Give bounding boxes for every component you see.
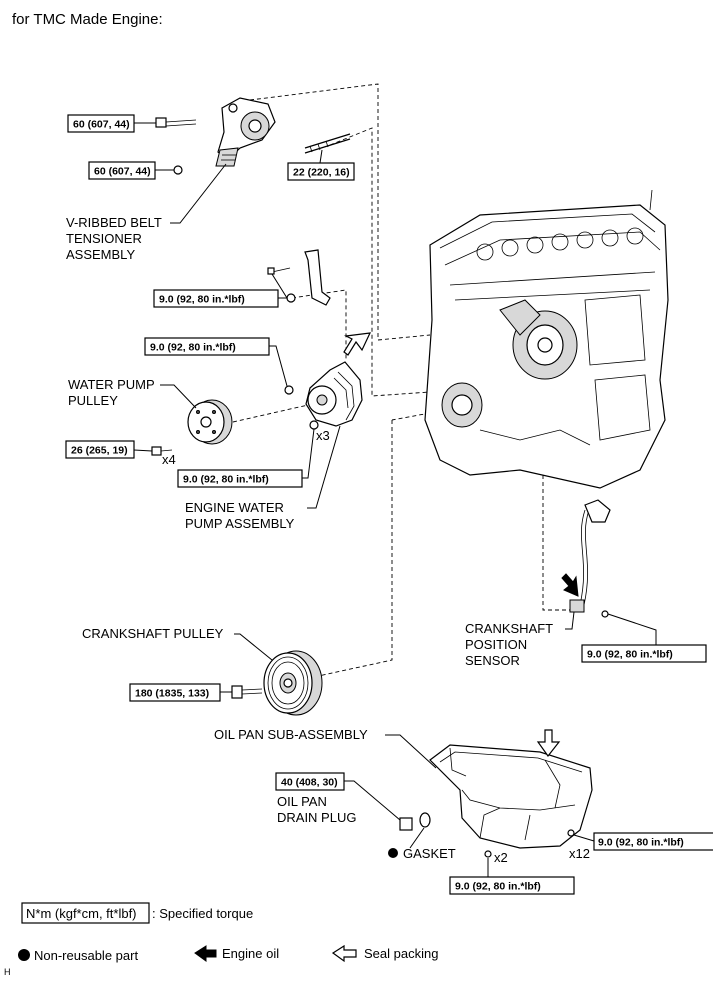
- engine-oil-arrow-icon: [561, 573, 579, 597]
- label-crankshaft-pulley: CRANKSHAFT PULLEY: [82, 626, 273, 661]
- torque-spec-crankshaft-pulley-bolt: 180 (1835, 133): [129, 683, 232, 702]
- svg-text:9.0 (92, 80 in.*lbf): 9.0 (92, 80 in.*lbf): [159, 294, 245, 306]
- torque-spec-bracket-bolt: 9.0 (92, 80 in.*lbf): [153, 273, 288, 308]
- label-gasket: GASKET: [388, 827, 456, 861]
- seal-packing-arrow-icon: [536, 729, 561, 758]
- qty-x2: x2: [494, 850, 508, 865]
- legend: N*m (kgf*cm, ft*lbf) : Specified torque …: [18, 902, 438, 963]
- qty-x3: x3: [316, 428, 330, 443]
- svg-text:OIL PAN SUB-ASSEMBLY: OIL PAN SUB-ASSEMBLY: [214, 727, 368, 742]
- bracket: [267, 249, 331, 306]
- legend-torque-unit: N*m (kgf*cm, ft*lbf): [26, 906, 137, 921]
- torque-spec-tensioner-bolt: 60 (607, 44): [67, 114, 156, 133]
- torque-spec-drain-plug: 40 (408, 30): [275, 772, 401, 821]
- tensioner-nut: [173, 165, 183, 175]
- svg-text:26 (265, 19): 26 (265, 19): [71, 445, 128, 457]
- svg-text:22 (220, 16): 22 (220, 16): [293, 167, 350, 179]
- non-reusable-dot-icon: [18, 949, 30, 961]
- stud-bolt: [304, 133, 351, 154]
- legend-engine-oil: Engine oil: [222, 946, 279, 961]
- crankshaft-pulley: [231, 650, 323, 716]
- seal-packing-arrow-icon: [343, 332, 372, 356]
- svg-text:60 (607, 44): 60 (607, 44): [73, 119, 130, 131]
- svg-text:CRANKSHAFT PULLEY: CRANKSHAFT PULLEY: [82, 626, 224, 641]
- torque-spec-oil-pan-side-bolt: 9.0 (92, 80 in.*lbf): [573, 832, 713, 851]
- qty-x4: x4: [162, 452, 176, 467]
- torque-spec-pulley-bolt: 26 (265, 19): [65, 440, 153, 459]
- legend-seal-packing: Seal packing: [364, 946, 438, 961]
- tensioner-assembly: [215, 97, 276, 167]
- page-title: for TMC Made Engine:: [12, 11, 163, 28]
- torque-spec-water-pump-bolt: 9.0 (92, 80 in.*lbf): [144, 337, 288, 387]
- svg-text:9.0 (92, 80 in.*lbf): 9.0 (92, 80 in.*lbf): [455, 881, 541, 893]
- svg-text:GASKET: GASKET: [403, 846, 456, 861]
- svg-text:9.0 (92, 80 in.*lbf): 9.0 (92, 80 in.*lbf): [183, 474, 269, 486]
- camshaft-lobes: [476, 227, 644, 261]
- svg-text:60 (607, 44): 60 (607, 44): [94, 166, 151, 178]
- label-oil-pan: OIL PAN SUB-ASSEMBLY: [214, 727, 437, 769]
- qty-x12: x12: [569, 846, 590, 861]
- svg-text:9.0 (92, 80 in.*lbf): 9.0 (92, 80 in.*lbf): [150, 342, 236, 354]
- tensioner-bolt: [155, 117, 197, 128]
- svg-text:40 (408, 30): 40 (408, 30): [281, 777, 338, 789]
- engine-oil-arrow-icon: [194, 945, 217, 962]
- svg-text:9.0 (92, 80 in.*lbf): 9.0 (92, 80 in.*lbf): [587, 649, 673, 661]
- legend-torque-box: [21, 902, 150, 924]
- torque-spec-stud-bolt: 22 (220, 16): [287, 149, 355, 181]
- water-pump-pulley: [151, 399, 233, 456]
- engine-water-pump: [284, 361, 363, 430]
- figure-code: H: [4, 967, 11, 977]
- oil-pan: [399, 744, 593, 858]
- svg-text:9.0 (92, 80 in.*lbf): 9.0 (92, 80 in.*lbf): [598, 837, 684, 849]
- torque-spec-oil-pan-bottom-bolt: 9.0 (92, 80 in.*lbf): [449, 858, 575, 895]
- seal-packing-arrow-icon: [331, 944, 357, 963]
- svg-text:180 (1835, 133): 180 (1835, 133): [135, 688, 209, 700]
- torque-spec-tensioner-nut: 60 (607, 44): [88, 161, 174, 180]
- legend-non-reusable: Non-reusable part: [34, 948, 138, 963]
- engine-block: [424, 189, 669, 489]
- legend-torque-desc: : Specified torque: [152, 906, 253, 921]
- torque-spec-water-pump-lower-bolt: 9.0 (92, 80 in.*lbf): [177, 428, 315, 488]
- non-reusable-dot-icon: [388, 848, 398, 858]
- torque-spec-sensor-bolt: 9.0 (92, 80 in.*lbf): [581, 613, 707, 663]
- crankshaft-position-sensor: [569, 499, 611, 618]
